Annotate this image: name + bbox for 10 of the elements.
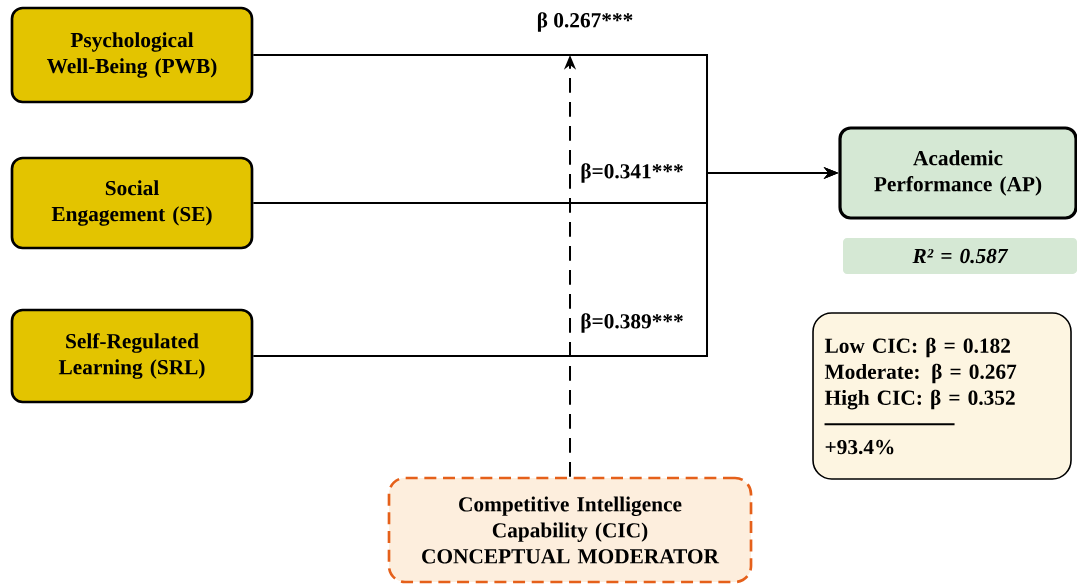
moderator-box: Competitive Intelligence Capability (CIC) CONCEPTUAL MODERATOR [387, 476, 753, 584]
edge-label: β=0.341*** [579, 161, 686, 185]
moderation-box: Low CIC: β = 0.182 Moderate: β = 0.267 High CIC: β = 0.352 +93.4% [812, 312, 1072, 480]
edge-label: β 0.267*** [535, 10, 635, 34]
r-squared-band: R² = 0.587 [843, 238, 1077, 274]
outcome-box: Academic Performance (AP) [838, 126, 1077, 220]
edge-label: β=0.389*** [579, 311, 686, 335]
construct-box: Psychological Well-Being (PWB) [10, 6, 254, 104]
construct-box: Social Engagement (SE) [10, 156, 254, 250]
construct-box: Self-Regulated Learning (SRL) [10, 308, 254, 404]
